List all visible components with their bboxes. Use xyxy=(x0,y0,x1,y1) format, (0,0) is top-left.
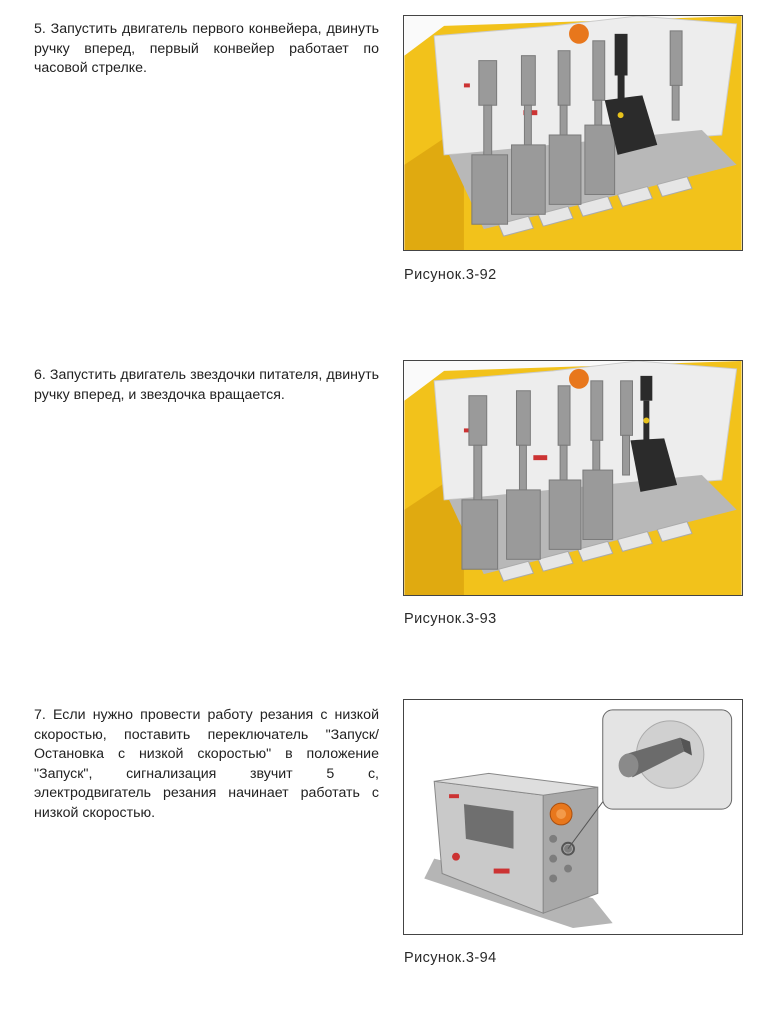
step-5-text: 5. Запустить двигатель первого конвейера… xyxy=(34,21,379,76)
figure-3-92 xyxy=(403,15,743,251)
low-speed-switch-marker xyxy=(561,841,575,856)
step-7-text: 7. Если нужно провести работу резания с … xyxy=(34,707,379,821)
highlighted-lever xyxy=(604,33,658,155)
switch-box-illustration xyxy=(404,700,742,934)
stop-button-icon xyxy=(569,23,589,44)
back-plate xyxy=(433,16,738,156)
figure-caption: Рисунок.3-94 xyxy=(404,950,497,966)
rotary-switch-handle xyxy=(618,737,692,778)
figure-3-93 xyxy=(403,360,743,596)
display-window xyxy=(463,804,514,849)
control-panel-illustration xyxy=(404,16,742,250)
figure-caption: Рисунок.3-92 xyxy=(404,267,497,283)
control-panel-illustration xyxy=(404,361,742,595)
step-6-text: 6. Запустить двигатель звездочки питател… xyxy=(34,367,379,403)
figure-caption: Рисунок.3-93 xyxy=(404,611,497,627)
stop-button-icon xyxy=(569,368,589,389)
figure-3-94 xyxy=(403,699,743,935)
